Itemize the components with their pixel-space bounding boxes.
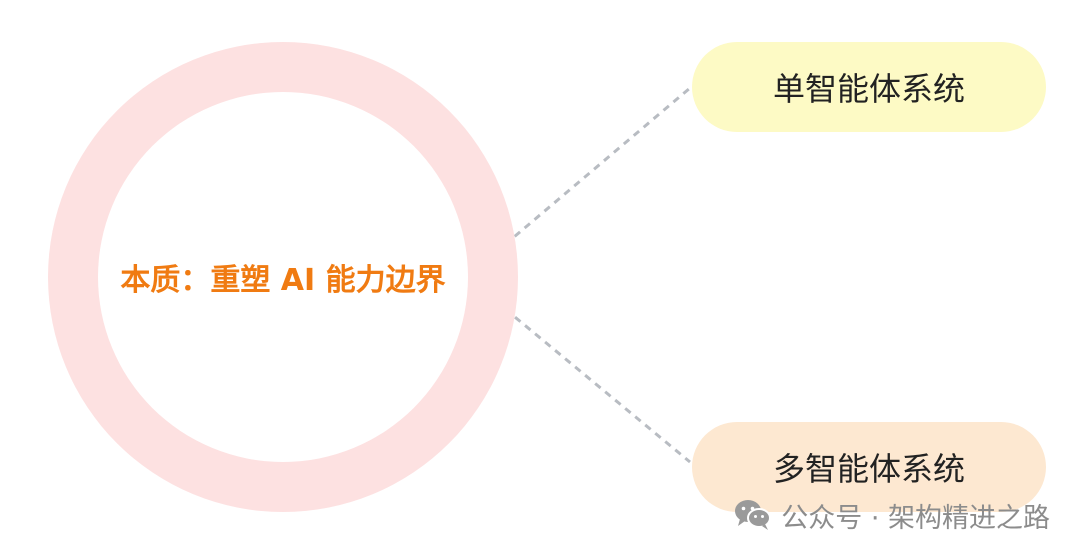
wechat-icon bbox=[735, 500, 772, 530]
connector-line-top bbox=[474, 86, 691, 272]
branch-single-agent: 单智能体系统 bbox=[692, 42, 1046, 132]
branch-label: 多智能体系统 bbox=[772, 450, 965, 488]
branch-multi-agent: 多智能体系统 bbox=[692, 422, 1046, 512]
branch-label: 单智能体系统 bbox=[772, 70, 965, 108]
watermark-text: 公众号 · 架构精进之路 bbox=[781, 502, 1050, 534]
center-label: 本质：重塑 AI 能力边界 bbox=[120, 263, 446, 298]
watermark: 公众号 · 架构精进之路 bbox=[733, 495, 1050, 535]
center-ring-hole bbox=[98, 92, 468, 462]
center-ring: 本质：重塑 AI 能力边界 bbox=[48, 42, 518, 512]
